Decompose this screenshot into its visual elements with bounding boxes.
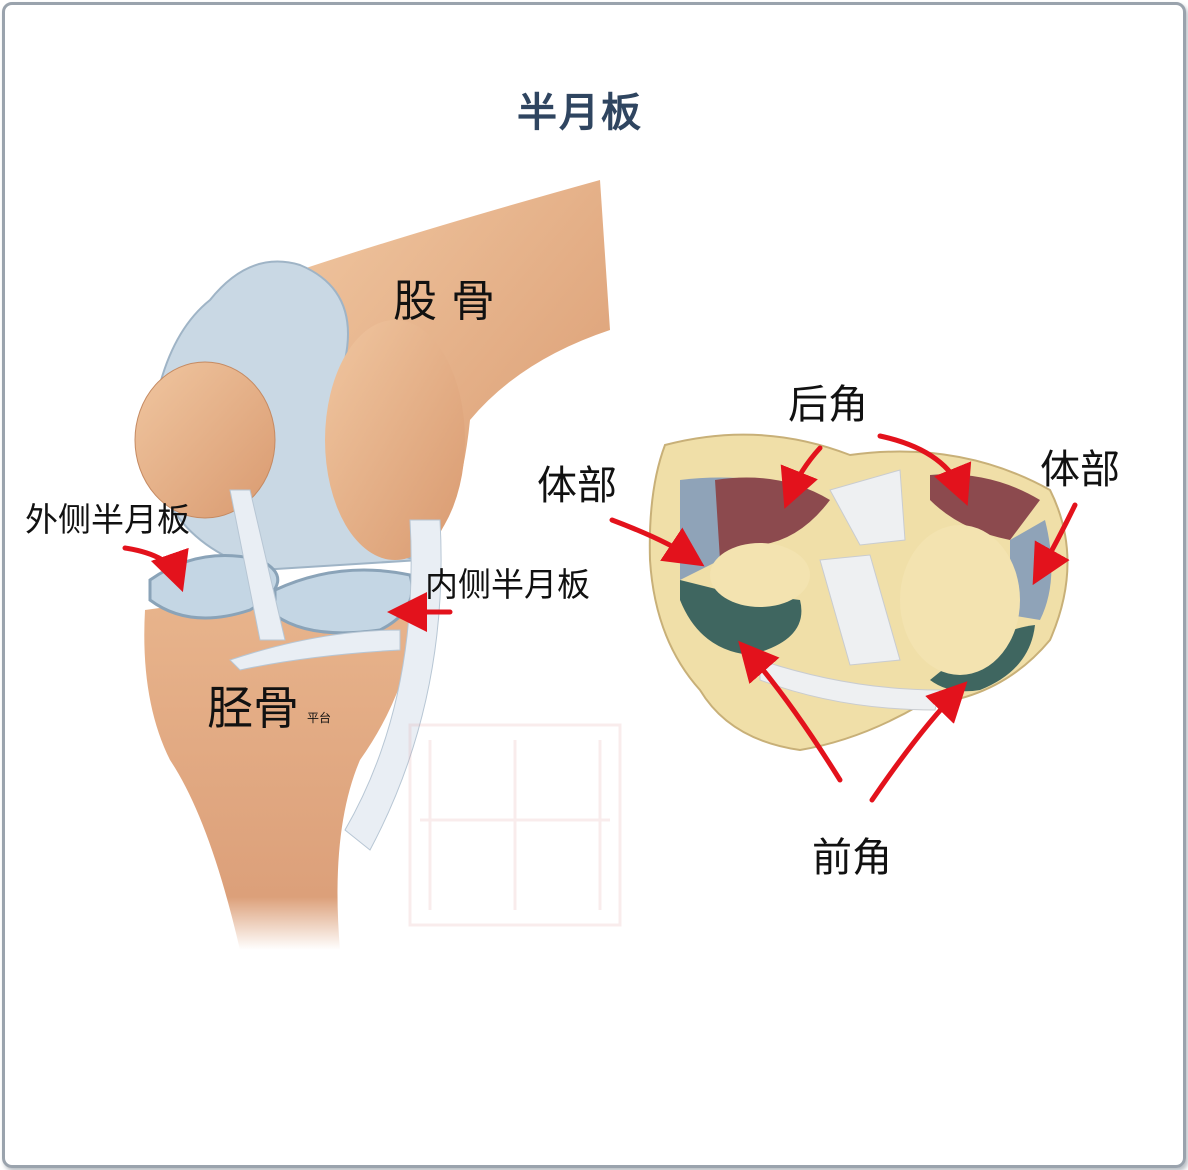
page-title: 半月板	[517, 90, 643, 136]
cruciate-ligament	[819, 554, 901, 666]
arrow-posterior-horn-right	[877, 433, 972, 506]
watermark-seal	[408, 723, 622, 927]
lateral-articular	[710, 543, 810, 607]
medial-meniscus-shape	[273, 568, 414, 635]
arrow-anterior-horn-right	[869, 681, 968, 803]
arrow-body-left	[609, 517, 705, 567]
cruciate-ligament	[829, 469, 906, 546]
label-lateral-meniscus: 外侧半月板	[25, 500, 190, 539]
femoral-condyle	[325, 320, 465, 560]
label-anterior-horn: 前角	[812, 835, 892, 881]
label-posterior-horn: 后角	[788, 382, 868, 428]
patella	[134, 361, 276, 519]
ligament	[229, 489, 286, 641]
label-tibia-plateau: 平台	[307, 711, 332, 725]
label-femur: 股 骨	[393, 276, 495, 327]
arrow-lateral-meniscus	[122, 545, 189, 593]
arrow-body-right	[1032, 502, 1078, 586]
arrow-posterior-horn-left	[780, 445, 823, 509]
ligament	[229, 629, 401, 671]
arrow-anterior-horn-left	[738, 640, 843, 783]
tibia-bone	[144, 596, 420, 950]
label-medial-meniscus: 内侧半月板	[425, 565, 590, 604]
label-tibia: 胫骨	[207, 681, 299, 735]
label-body-left: 体部	[537, 463, 617, 509]
label-body-right: 体部	[1040, 447, 1120, 493]
medial-articular	[900, 525, 1020, 675]
